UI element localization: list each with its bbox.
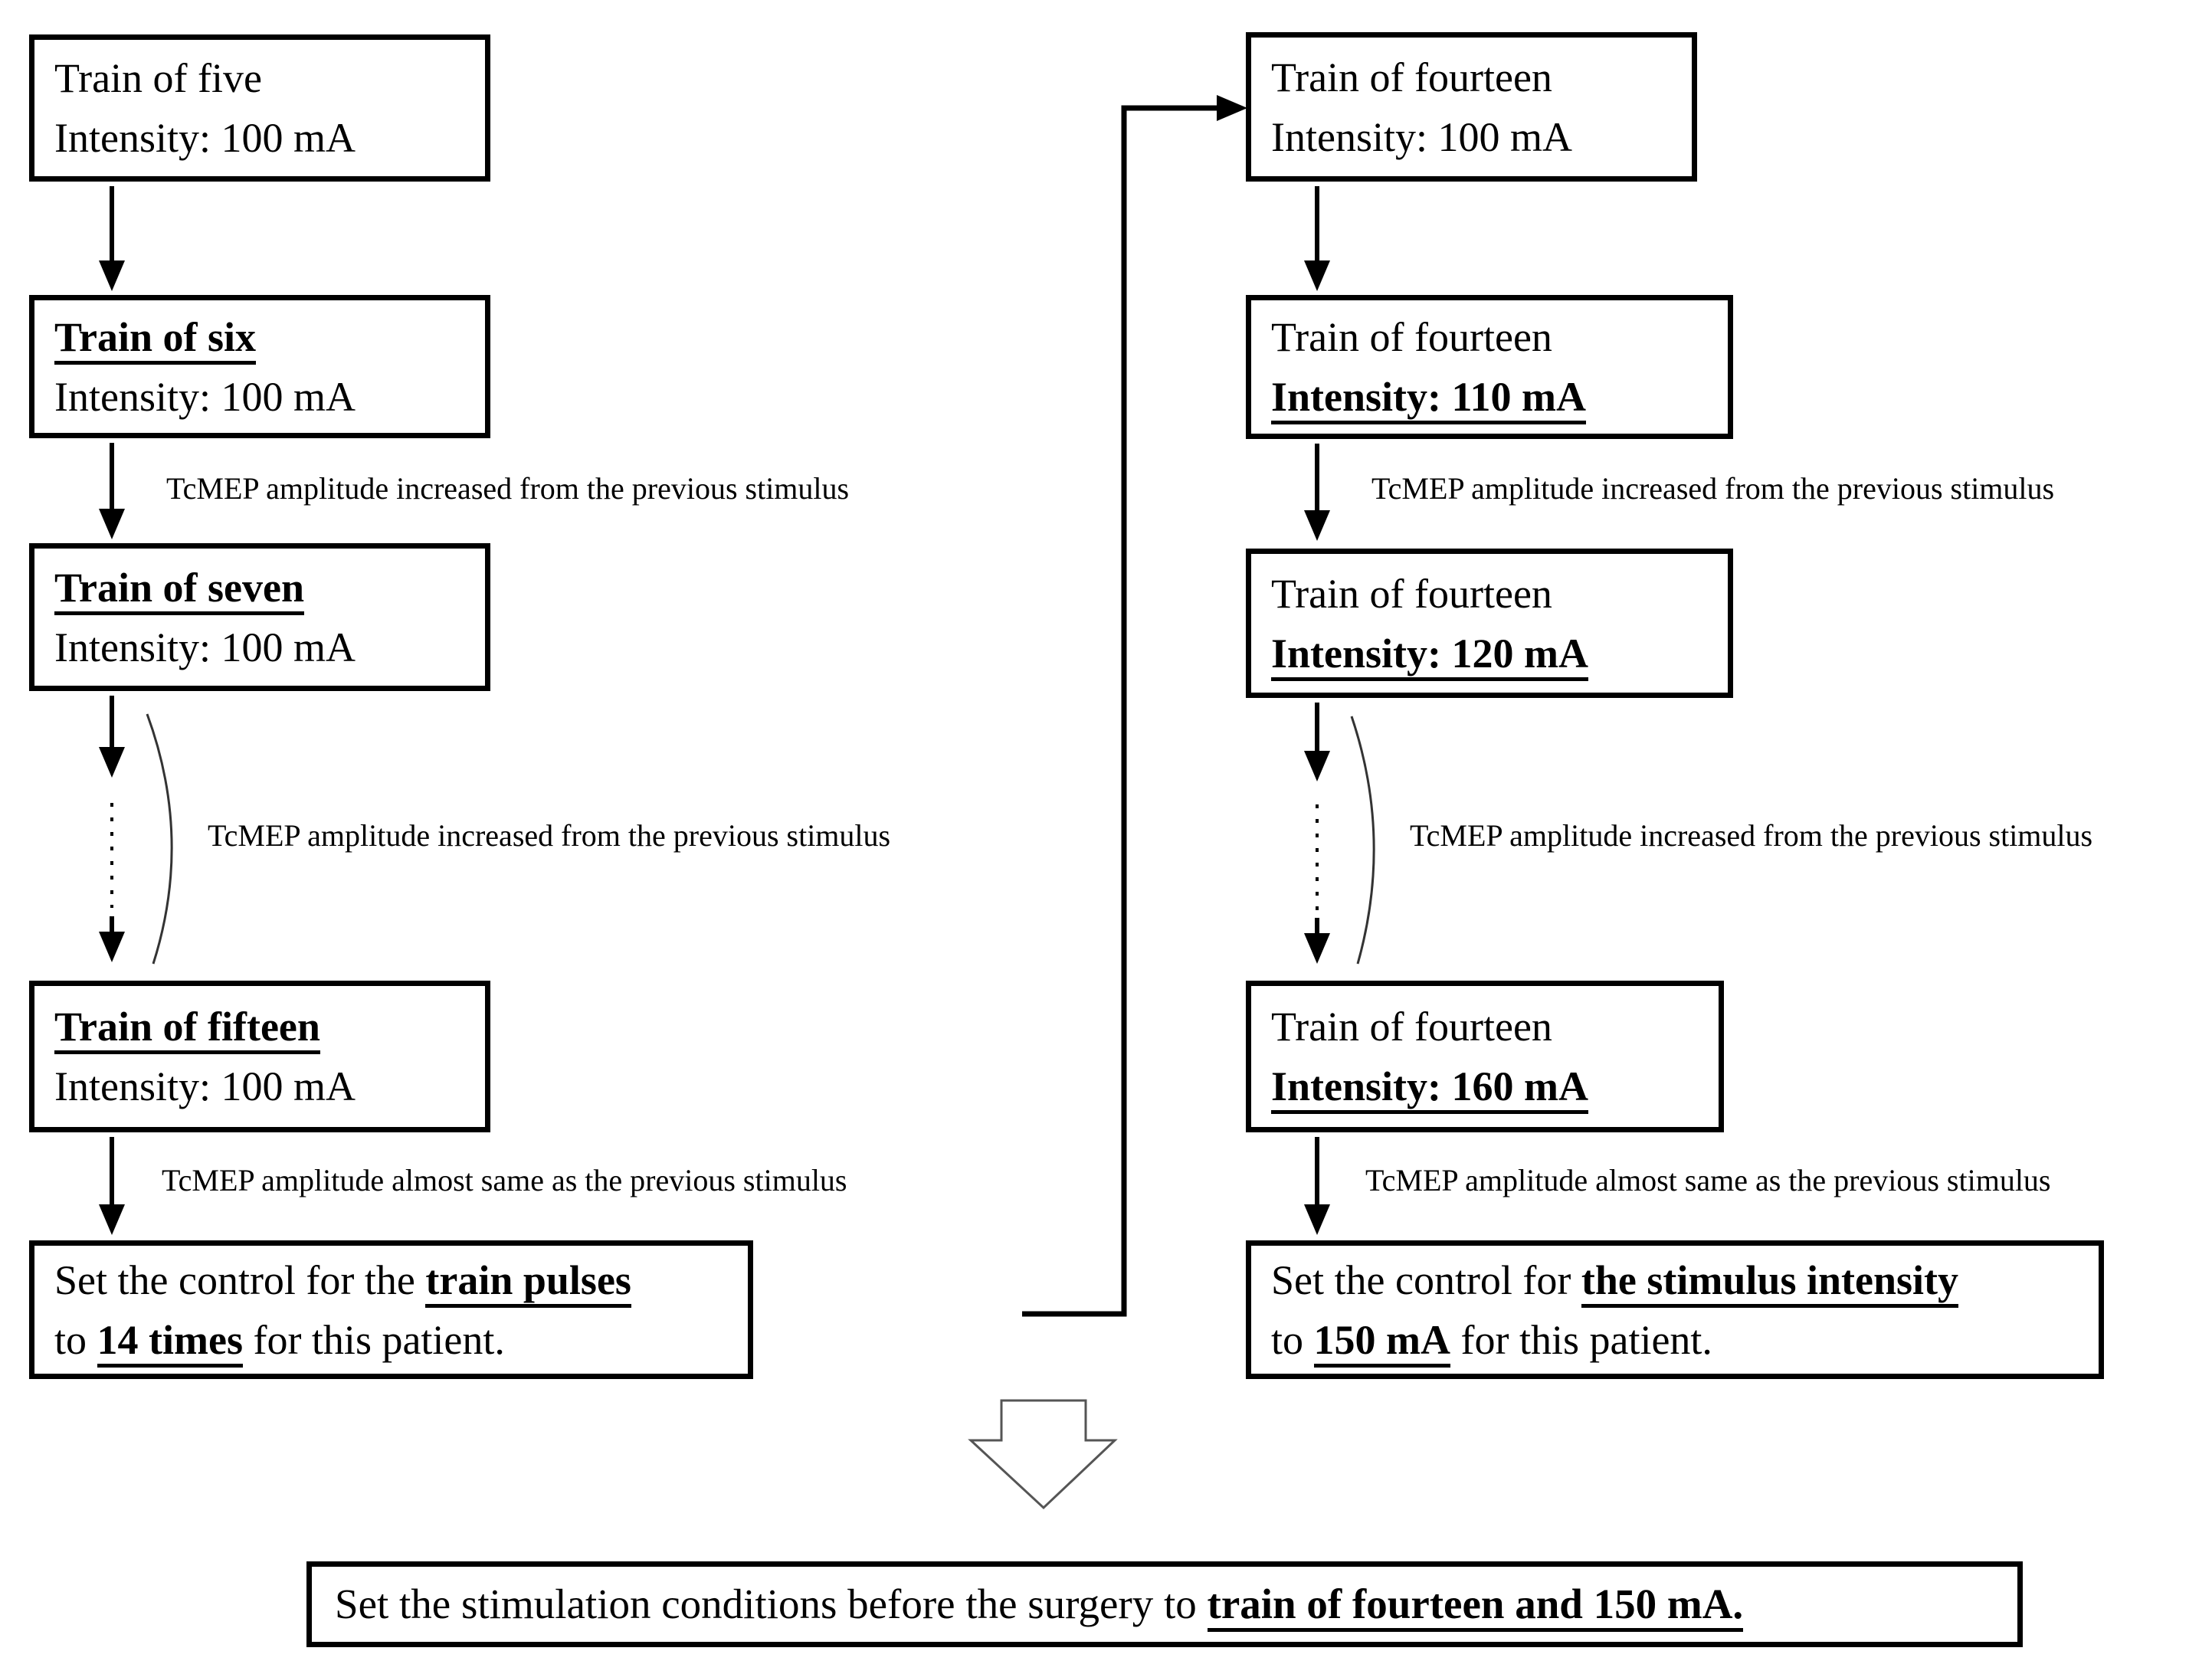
edge-label-increase-left-2: TcMEP amplitude increased from the previ… (208, 818, 891, 853)
box-line: Train of fourteen (1271, 307, 1720, 367)
plain-text: Set the control for the (54, 1256, 426, 1303)
emphasized-text: 150 mA (1313, 1316, 1450, 1368)
plain-text: Intensity: 100 mA (54, 624, 356, 670)
box-line: Train of fourteen (1271, 564, 1720, 624)
plain-text: Train of fourteen (1271, 570, 1552, 617)
box-line: Train of seven (54, 558, 477, 618)
box-line: Train of five (54, 48, 477, 108)
emphasized-text: the stimulus intensity (1581, 1256, 1958, 1308)
edge-label-increase-right-1: TcMEP amplitude increased from the previ… (1371, 471, 2055, 506)
plain-text: Intensity: 100 mA (54, 115, 356, 161)
emphasized-text: Intensity: 120 mA (1271, 630, 1588, 681)
ellipsis-arc-left (146, 713, 173, 965)
plain-text: Train of fourteen (1271, 54, 1552, 100)
arrow-fourteen-160-to-result (1304, 1137, 1330, 1235)
box-line: Set the control for the train pulses (54, 1250, 740, 1310)
emphasized-text: train pulses (425, 1256, 631, 1308)
plain-text: Train of fourteen (1271, 1004, 1552, 1050)
plain-text: Set the control for (1271, 1256, 1581, 1303)
plain-text: Intensity: 100 mA (54, 373, 356, 420)
plain-text: Train of five (54, 55, 262, 101)
arrow-train-fifteen-to-result (99, 1137, 125, 1235)
box-train-of-six: Train of six Intensity: 100 mA (29, 295, 490, 438)
emphasized-text: Train of six (54, 313, 257, 365)
box-line: Train of fifteen (54, 997, 477, 1056)
box-line: Set the control for the stimulus intensi… (1271, 1250, 2091, 1310)
box-line: Train of fourteen (1271, 48, 1684, 107)
plain-text: to (54, 1316, 97, 1363)
arrow-fourteen-110-to-120 (1304, 444, 1330, 541)
edge-label-almost-same-left: TcMEP amplitude almost same as the previ… (162, 1163, 847, 1197)
box-train-of-five: Train of five Intensity: 100 mA (29, 34, 490, 182)
arrow-train-six-to-seven (99, 443, 125, 539)
plain-text: for this patient. (242, 1316, 505, 1363)
box-line: Set the stimulation conditions before th… (335, 1581, 2010, 1632)
ellipsis-arc-right (1350, 716, 1375, 965)
box-final-conclusion: Set the stimulation conditions before th… (306, 1561, 2023, 1647)
emphasized-text: train of fourteen and 150 mA. (1207, 1581, 1744, 1632)
box-fourteen-120ma: Train of fourteen Intensity: 120 mA (1246, 549, 1733, 698)
box-train-of-fifteen: Train of fifteen Intensity: 100 mA (29, 981, 490, 1132)
box-line: Intensity: 120 mA (1271, 624, 1720, 683)
arrow-fourteen-100-to-110 (1304, 186, 1330, 291)
box-fourteen-160ma: Train of fourteen Intensity: 160 mA (1246, 981, 1724, 1132)
loop-connector (1022, 95, 1247, 1317)
box-line: Intensity: 100 mA (1271, 107, 1684, 167)
plain-text: Intensity: 100 mA (1271, 113, 1572, 160)
edge-label-increase-right-2: TcMEP amplitude increased from the previ… (1410, 818, 2093, 853)
box-train-of-seven: Train of seven Intensity: 100 mA (29, 543, 490, 691)
dotted-arrow-right (1304, 703, 1375, 965)
box-line: to 14 times for this patient. (54, 1310, 740, 1370)
dotted-arrow-left (99, 696, 173, 965)
plain-text: Set the stimulation conditions before th… (335, 1581, 1208, 1627)
plain-text: Train of fourteen (1271, 314, 1552, 360)
arrow-train-five-to-six (99, 186, 125, 291)
box-result-stimulus-intensity: Set the control for the stimulus intensi… (1246, 1240, 2104, 1379)
plain-text: for this patient. (1450, 1316, 1712, 1363)
box-line: Intensity: 100 mA (54, 108, 477, 168)
edge-label-increase-left-1: TcMEP amplitude increased from the previ… (166, 471, 850, 506)
box-line: Intensity: 100 mA (54, 1056, 477, 1116)
box-result-train-pulses: Set the control for the train pulses to … (29, 1240, 753, 1379)
plain-text: Intensity: 100 mA (54, 1063, 356, 1109)
box-line: Train of fourteen (1271, 997, 1711, 1056)
emphasized-text: 14 times (97, 1316, 243, 1368)
emphasized-text: Train of fifteen (54, 1004, 320, 1054)
edge-label-almost-same-right: TcMEP amplitude almost same as the previ… (1365, 1163, 2051, 1197)
box-line: to 150 mA for this patient. (1271, 1310, 2091, 1370)
box-line: Train of six (54, 307, 477, 367)
box-fourteen-100ma: Train of fourteen Intensity: 100 mA (1246, 32, 1697, 182)
box-line: Intensity: 100 mA (54, 367, 477, 427)
box-line: Intensity: 100 mA (54, 618, 477, 677)
box-line: Intensity: 110 mA (1271, 367, 1720, 427)
box-line: Intensity: 160 mA (1271, 1056, 1711, 1116)
emphasized-text: Intensity: 110 mA (1271, 374, 1587, 424)
box-fourteen-110ma: Train of fourteen Intensity: 110 mA (1246, 295, 1733, 439)
plain-text: to (1271, 1316, 1314, 1363)
big-down-arrow (968, 1399, 1118, 1510)
emphasized-text: Intensity: 160 mA (1271, 1063, 1588, 1114)
emphasized-text: Train of seven (54, 564, 304, 615)
